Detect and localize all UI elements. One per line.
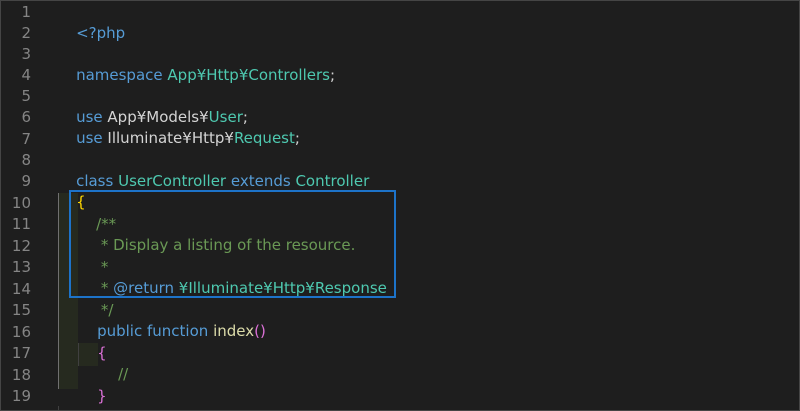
doc-type: ¥Illuminate¥Http¥Response: [178, 279, 387, 297]
line-number-gutter: 1 2 3 4 5 6 7 8 9 10 11 12 13 14 15 16 1…: [1, 1, 45, 410]
line-number: 3: [21, 45, 31, 63]
open-brace: {: [97, 344, 107, 362]
close-brace: }: [97, 387, 107, 405]
doc-comment: * Display a listing of the resource.: [96, 236, 356, 254]
keyword: namespace: [76, 66, 163, 84]
open-brace: {: [76, 193, 86, 211]
code-line-12[interactable]: *: [77, 236, 109, 276]
line-number: 5: [21, 87, 31, 105]
highlight-box: [69, 190, 396, 298]
line-number: 13: [11, 258, 31, 276]
code-line-14[interactable]: */: [77, 279, 114, 319]
indent-guide: [78, 343, 79, 366]
line-number: 15: [11, 301, 31, 319]
doc-comment: *: [96, 279, 114, 297]
class-name: User: [208, 108, 243, 126]
line-number: 18: [11, 366, 31, 384]
class-name: Request: [233, 129, 295, 147]
keyword: class: [76, 172, 114, 190]
namespace-path: Illuminate¥Http¥: [107, 129, 234, 147]
keyword: function: [147, 322, 209, 340]
semicolon: ;: [242, 108, 248, 126]
line-number: 8: [21, 151, 31, 169]
line-number: 1: [21, 3, 31, 21]
indent-shade: [78, 343, 98, 366]
code-line-16[interactable]: {: [78, 322, 107, 362]
namespace-path: App¥Models¥: [107, 108, 209, 126]
line-number: 2: [21, 24, 31, 42]
doc-comment: */: [96, 301, 114, 319]
line-number: 9: [21, 172, 31, 190]
code-line-1[interactable]: <?php: [57, 2, 125, 42]
namespace-name: App¥Http¥Controllers: [167, 66, 330, 84]
indent-guide: [58, 193, 59, 389]
code-line-9[interactable]: {: [57, 171, 86, 211]
class-name: UserController: [118, 172, 227, 190]
line-number: 6: [21, 108, 31, 126]
keyword: public: [97, 322, 143, 340]
keyword: extends: [230, 172, 291, 190]
code-line-3[interactable]: namespace App¥Http¥Controllers;: [57, 44, 335, 84]
function-name: index: [213, 322, 255, 340]
doc-tag: @return: [113, 279, 174, 297]
code-line-6[interactable]: use Illuminate¥Http¥Request;: [57, 107, 300, 147]
line-number: 10: [11, 194, 31, 212]
code-line-11[interactable]: * Display a listing of the resource.: [77, 214, 356, 254]
class-name: Controller: [295, 172, 370, 190]
semicolon: ;: [294, 129, 300, 147]
keyword: use: [76, 108, 103, 126]
code-line-13[interactable]: * @return ¥Illuminate¥Http¥Response: [77, 257, 387, 297]
indent-shade: [58, 193, 78, 389]
line-number: 16: [11, 323, 31, 341]
line-number: 11: [11, 215, 31, 233]
code-line-5[interactable]: use App¥Models¥User;: [57, 86, 248, 126]
line-number: 14: [11, 280, 31, 298]
php-open-tag: <?php: [76, 24, 126, 42]
code-line-17[interactable]: //: [99, 343, 128, 383]
line-comment: //: [118, 365, 129, 383]
doc-comment: /**: [96, 215, 117, 233]
keyword: use: [76, 129, 103, 147]
code-line-10[interactable]: /**: [77, 193, 116, 233]
line-number: 12: [11, 237, 31, 255]
code-line-15[interactable]: public function index(): [78, 300, 266, 340]
code-line-18[interactable]: }: [78, 365, 107, 405]
line-number: 7: [21, 130, 31, 148]
line-number: 4: [21, 66, 31, 84]
line-number: 19: [11, 387, 31, 405]
indent-guide: [58, 406, 59, 410]
semicolon: ;: [329, 66, 336, 84]
code-line-8[interactable]: class UserController extends Controller: [57, 150, 369, 190]
parentheses: (): [254, 322, 266, 340]
doc-comment: *: [96, 258, 109, 276]
line-number: 17: [11, 344, 31, 362]
